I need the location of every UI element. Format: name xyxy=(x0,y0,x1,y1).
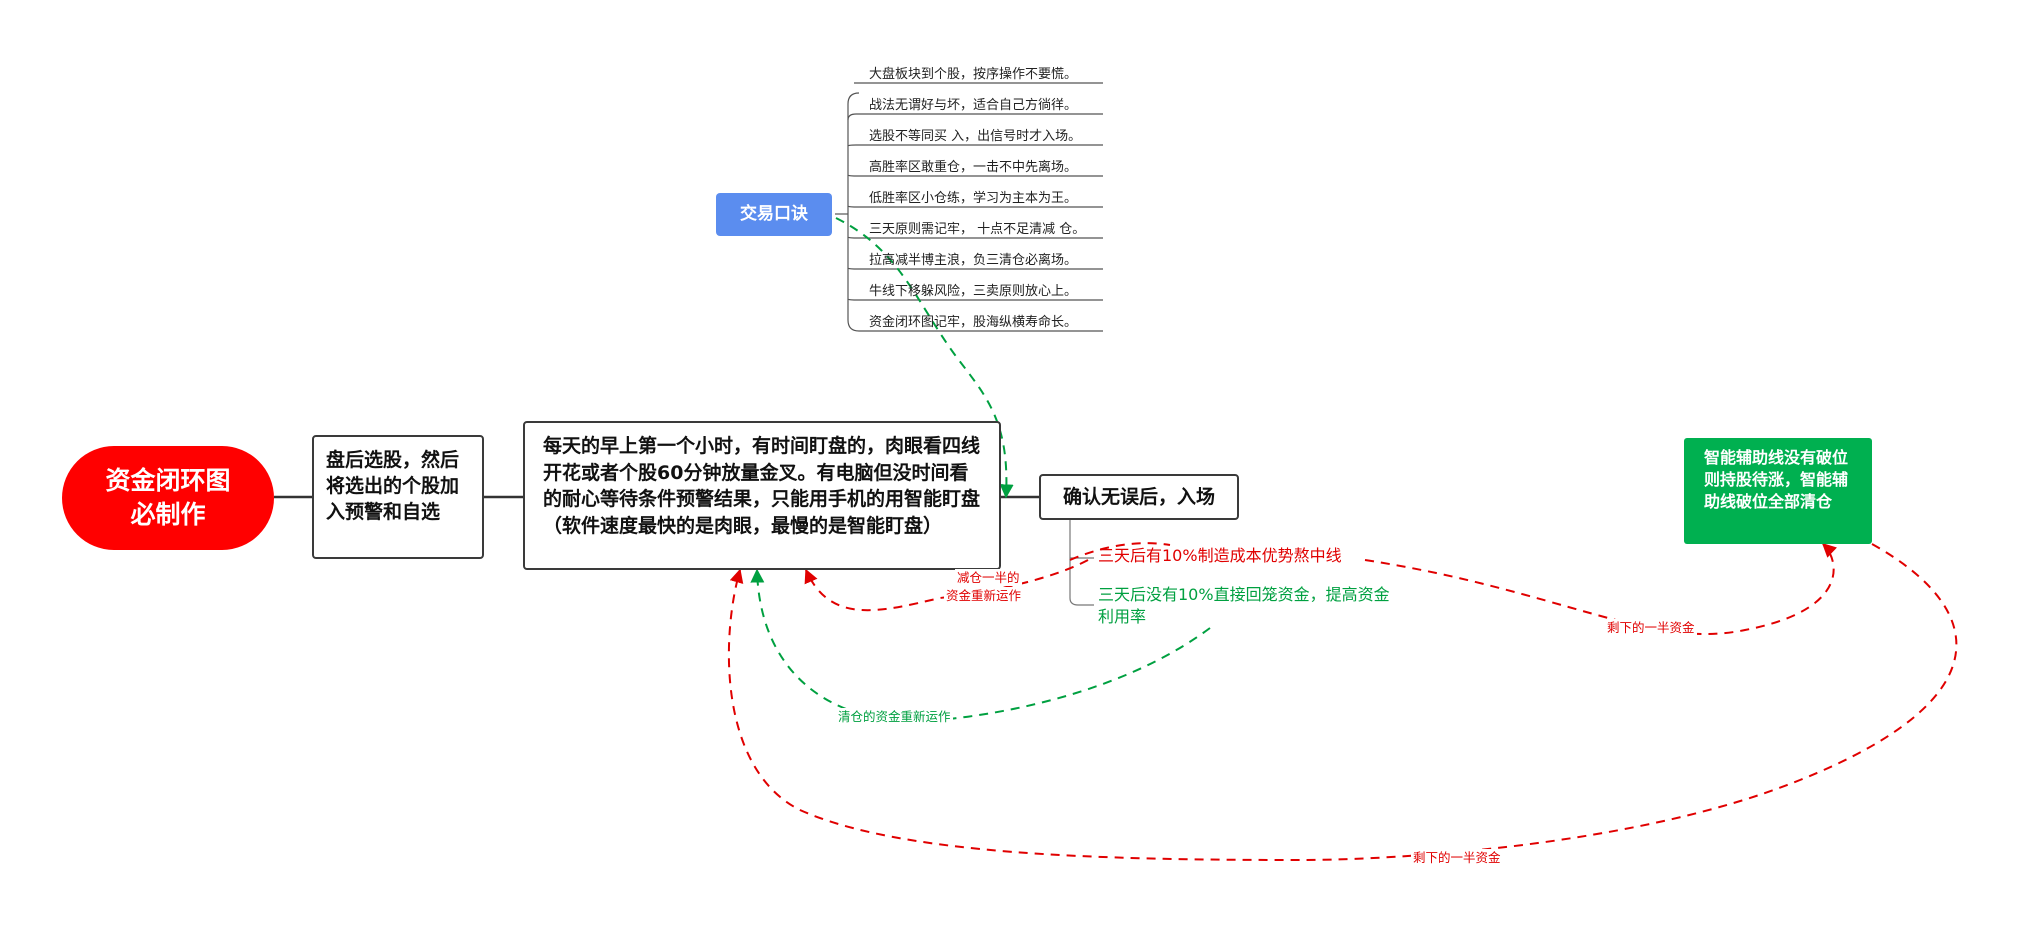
smart-line-node: 智能辅助线没有破位则持股待涨，智能辅助线破位全部清仓 xyxy=(1684,438,1872,544)
tip-item: 牛线下移躲风险，三卖原则放心上。 xyxy=(869,284,1078,299)
outcome-green: 三天后没有10%直接回笼资金，提高资金利用率 xyxy=(1098,585,1390,626)
red-outcome-hook xyxy=(1069,542,1171,561)
tips-brackets xyxy=(835,82,1103,332)
root-line1: 资金闭环图 xyxy=(105,466,231,495)
clear-capital-label: 清仓的资金重新运作 xyxy=(836,708,953,725)
root-node: 资金闭环图 必制作 xyxy=(62,446,274,550)
tip-item: 三天原则需记牢， 十点不足清减 仓。 xyxy=(869,222,1086,237)
tip-item: 资金闭环图记牢，股海纵横寿命长。 xyxy=(869,315,1078,330)
reduce-half-label-2: 资金重新运作 xyxy=(944,587,1024,604)
root-line2: 必制作 xyxy=(130,500,206,529)
tip-item: 大盘板块到个股，按序操作不要慌。 xyxy=(869,67,1078,82)
tips-to-confirm-arrow xyxy=(835,217,1014,499)
after-close-node: 盘后选股，然后将选出的个股加入预警和自选 xyxy=(312,435,484,559)
remaining-half-label: 剩下的一半资金 xyxy=(1605,619,1697,636)
outcome-red: 三天后有10%制造成本优势熬中线 xyxy=(1098,546,1342,565)
tip-item: 选股不等同买 入，出信号时才入场。 xyxy=(869,129,1082,144)
reduce-half-arrow xyxy=(804,559,1089,612)
tip-item: 低胜率区小仓练，学习为主本为王。 xyxy=(869,191,1078,206)
tip-item: 战法无谓好与坏，适合自己方徜徉。 xyxy=(869,98,1078,113)
remaining-half-arrow xyxy=(1364,543,1837,635)
tip-item: 高胜率区敢重仓，一击不中先离场。 xyxy=(869,160,1078,175)
morning-watch-node: 每天的早上第一个小时，有时间盯盘的，肉眼看四线开花或者个股60分钟放量金叉。有电… xyxy=(523,421,1001,570)
bottom-loop-arrow xyxy=(727,543,1958,862)
tip-item: 拉高减半博主浪，负三清仓必离场。 xyxy=(869,253,1078,268)
remaining-half-bottom-label: 剩下的一半资金 xyxy=(1411,849,1503,866)
trading-tips-node: 交易口诀 xyxy=(716,193,832,236)
confirm-entry-node: 确认无误后，入场 xyxy=(1039,474,1239,520)
reduce-half-label-1: 减仓一半的 xyxy=(955,569,1022,586)
